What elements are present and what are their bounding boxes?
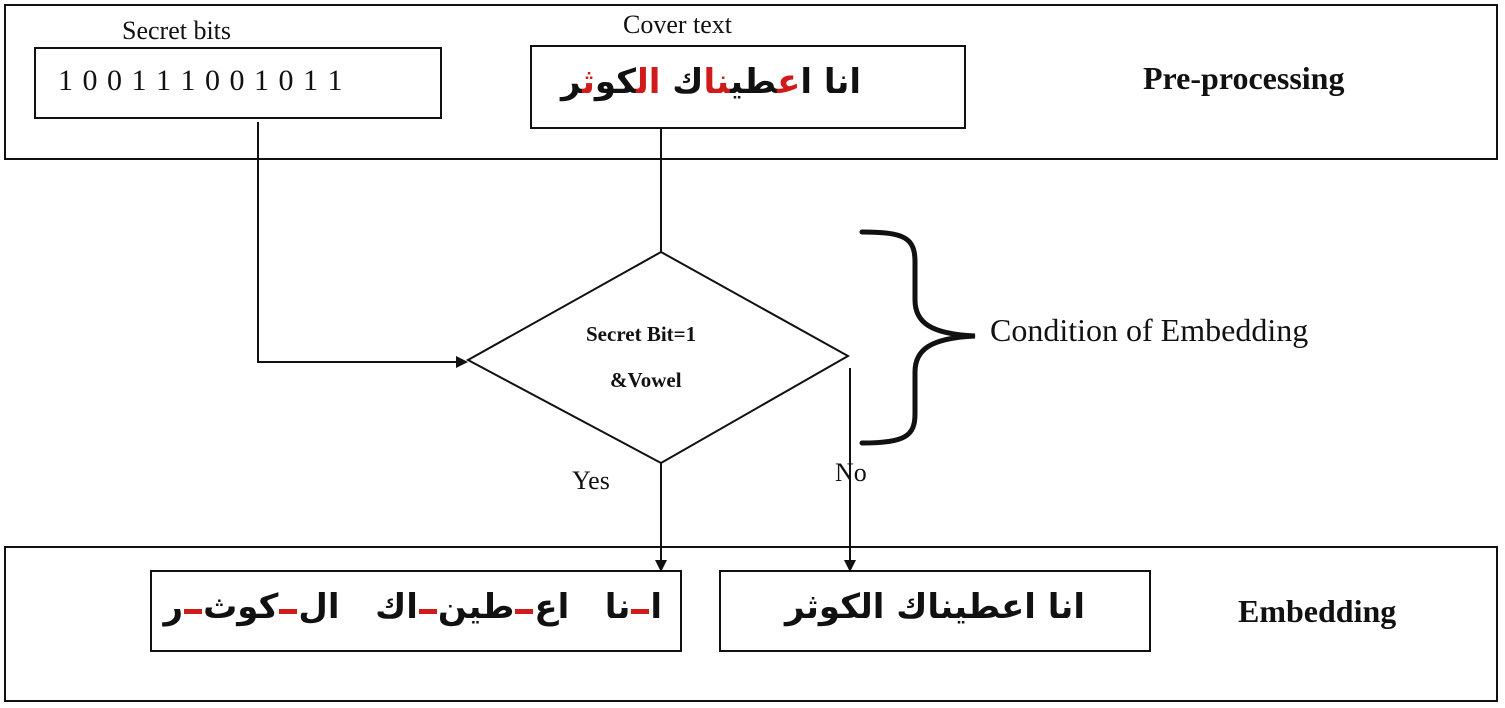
- preprocessing-stage-label: Pre-processing: [1143, 60, 1345, 96]
- no-label: No: [835, 458, 867, 487]
- cover-char-highlight: ث: [582, 62, 595, 102]
- yes-word-3: ال كوث ر: [164, 587, 340, 627]
- kashida-mark: [631, 609, 650, 614]
- yes-char: طين: [437, 587, 515, 627]
- cover-char: طي: [730, 62, 778, 102]
- cover-char: ا: [800, 62, 812, 102]
- secret-bits-box: [34, 47, 442, 119]
- yes-char: اك: [375, 587, 418, 627]
- kashida-mark: [515, 609, 534, 614]
- kashida-mark: [418, 609, 437, 614]
- secret-bits-value: 1 0 0 1 1 1 0 0 1 0 1 1: [58, 64, 344, 97]
- cover-text: انا اعطيناك الكوثر: [556, 62, 866, 102]
- embedding-stage-label: Embedding: [1238, 593, 1397, 629]
- condition-of-embedding-label: Condition of Embedding: [990, 312, 1309, 348]
- cover-text-box: [530, 45, 966, 129]
- yes-char: اع: [534, 587, 570, 627]
- kashida-mark: [279, 609, 298, 614]
- condition-brace: [859, 229, 976, 446]
- cover-char-highlight: نا: [703, 62, 731, 102]
- output-yes-box: [150, 570, 682, 652]
- secret-bits-title: Secret bits: [122, 16, 232, 45]
- secret-bits-connector: [257, 122, 468, 368]
- yes-char: ال: [298, 587, 340, 627]
- decision-text-line1: Secret Bit=1: [586, 322, 697, 346]
- yes-char: نا: [604, 587, 631, 627]
- yes-char: ا: [650, 587, 662, 627]
- cover-text-title: Cover text: [623, 10, 733, 39]
- decision-diamond: [465, 250, 851, 465]
- cover-char-highlight: ع: [777, 62, 801, 102]
- output-no-box: [719, 570, 1151, 652]
- cover-char-highlight: ال: [636, 62, 661, 102]
- decision-text-line2: &Vowel: [610, 368, 682, 392]
- yes-char: كوث: [203, 587, 279, 627]
- yes-label: Yes: [572, 466, 610, 495]
- output-no-text: انا اعطيناك الكوثر: [785, 587, 1085, 627]
- output-yes-text: ا نا اع طين اك ال كوث ر: [164, 587, 662, 627]
- cover-word-1: انا: [823, 62, 862, 102]
- cover-char: ك: [672, 62, 704, 102]
- cover-word-3: الكوثر: [561, 62, 660, 102]
- cover-char: كو: [594, 62, 636, 102]
- cover-char: ر: [560, 62, 583, 102]
- yes-word-1: ا نا: [605, 587, 662, 627]
- kashida-mark: [184, 609, 203, 614]
- yes-word-2: اع طين اك: [375, 587, 569, 627]
- cover-word-2: اعطيناك: [672, 62, 812, 102]
- yes-char: ر: [163, 587, 184, 627]
